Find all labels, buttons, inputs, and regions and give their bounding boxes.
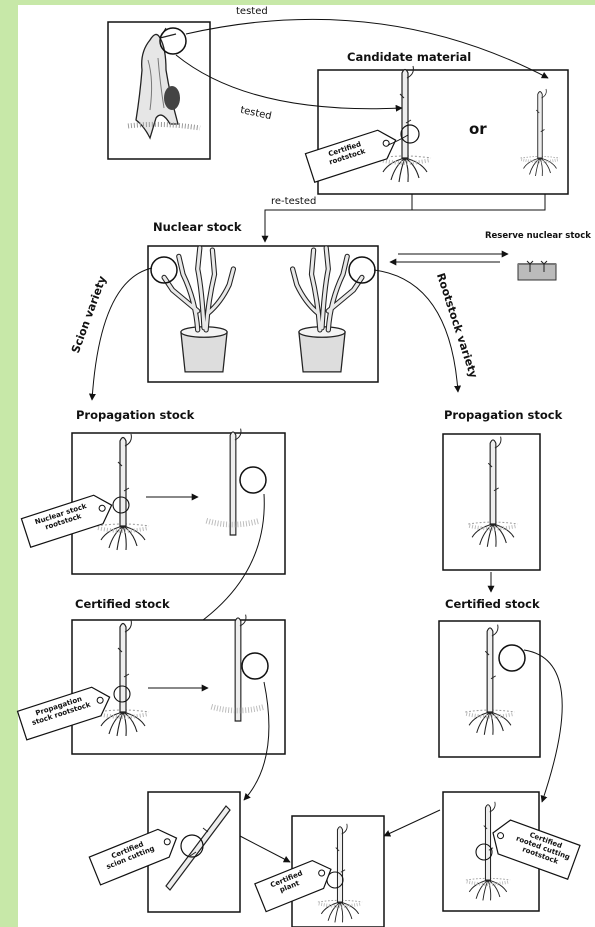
certified-stock-title-left: Certified stock: [75, 597, 170, 611]
certified-stock-title-right: Certified stock: [445, 597, 540, 611]
reserve-tray-drawing: [518, 261, 556, 280]
or-label: or: [469, 120, 487, 138]
re-tested-label: re-tested: [271, 196, 316, 207]
propagation-stock-title-left: Propagation stock: [76, 408, 194, 422]
tested-label-top: tested: [236, 6, 268, 17]
nuclear-stock-title: Nuclear stock: [153, 220, 242, 234]
propagation-stock-title-right: Propagation stock: [444, 408, 562, 422]
reserve-nuclear-stock-label: Reserve nuclear stock: [485, 231, 591, 241]
candidate-material-title: Candidate material: [347, 50, 471, 64]
